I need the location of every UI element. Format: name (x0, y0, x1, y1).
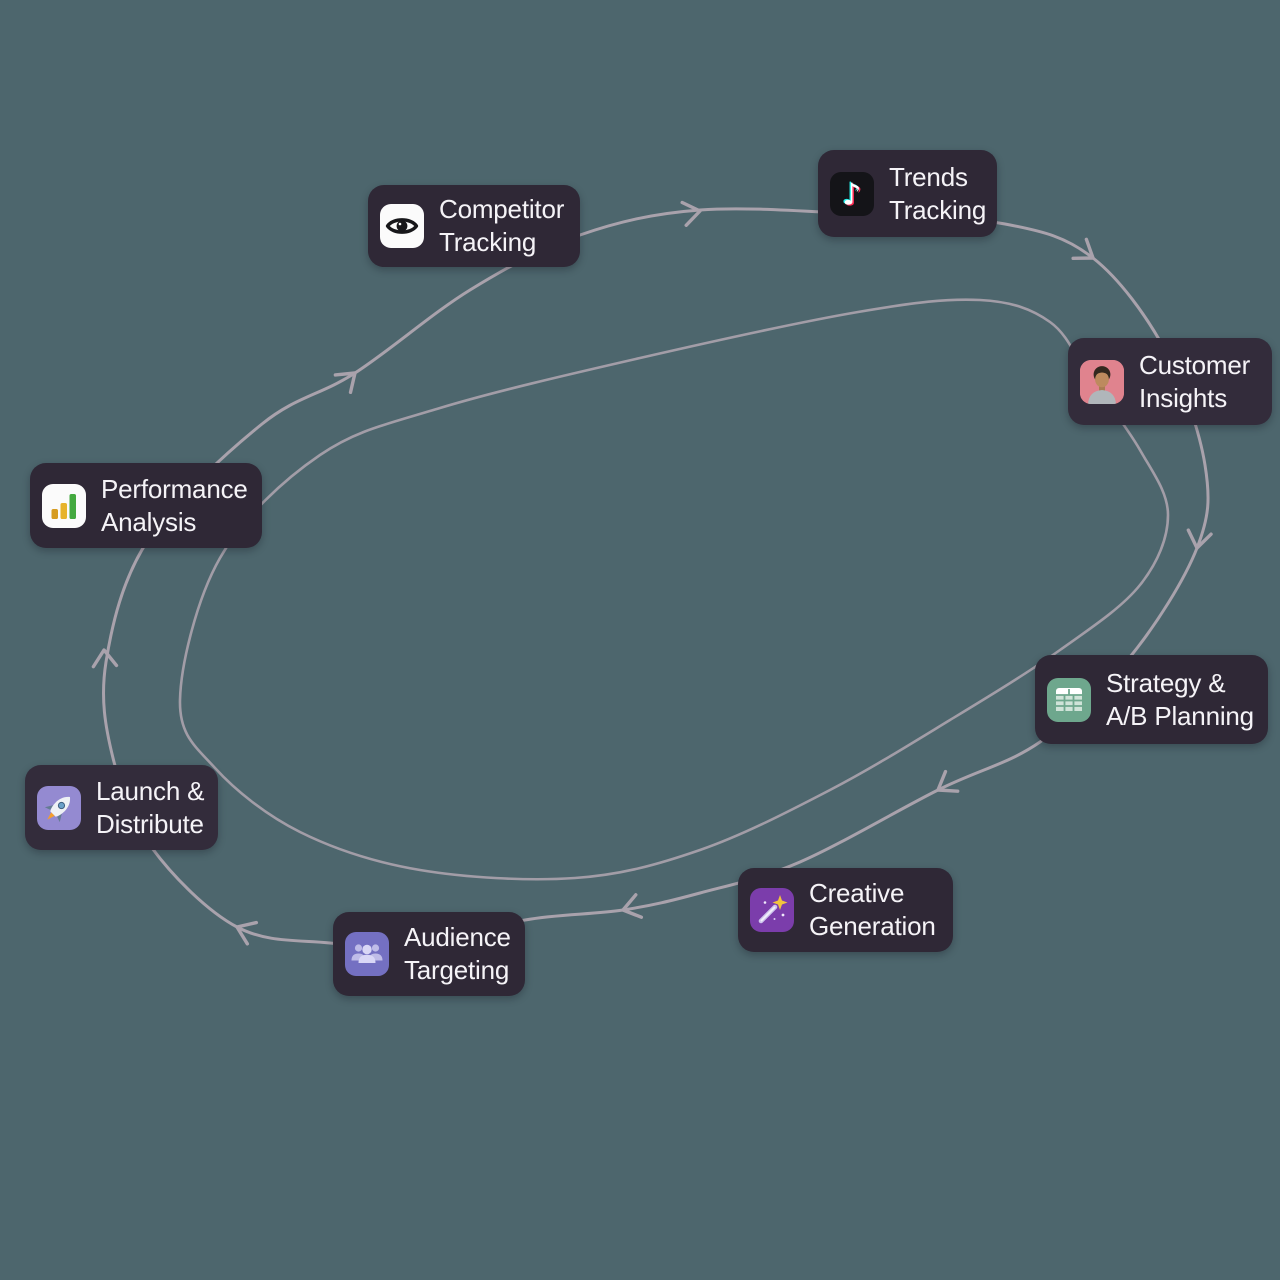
node-launch-distribute: Launch & Distribute (25, 765, 218, 850)
flow-arrowhead (680, 200, 702, 227)
node-customer-insights: Customer Insights (1068, 338, 1272, 425)
node-performance-analysis: Performance Analysis (30, 463, 262, 548)
node-label: Performance Analysis (101, 473, 248, 539)
people-icon (345, 932, 389, 976)
node-label-line2: Analysis (101, 506, 197, 537)
node-label: Audience Targeting (404, 921, 511, 987)
node-label-line1: Competitor (439, 194, 565, 224)
node-label-line2: Tracking (889, 194, 987, 225)
node-competitor-tracking: Competitor Tracking (368, 185, 580, 267)
spreadsheet-icon (1047, 677, 1091, 722)
person-avatar (1080, 359, 1124, 404)
node-label-line2: Targeting (404, 955, 510, 985)
node-label-line2: A/B Planning (1106, 700, 1254, 731)
node-creative-generation: Creative Generation (738, 868, 953, 952)
cycle-ellipse-inner (178, 298, 1170, 881)
tiktok-icon: ♪ ♪ ♪ (830, 171, 874, 216)
node-label: Competitor Tracking (439, 193, 564, 259)
node-label-line1: Audience (404, 922, 511, 952)
node-label-line2: Insights (1139, 382, 1228, 413)
flow-arrowhead (333, 371, 357, 395)
node-label-line2: Distribute (96, 808, 204, 839)
flow-arrowhead (1071, 237, 1095, 261)
node-label-line2: Generation (809, 911, 936, 941)
svg-text:♪: ♪ (841, 176, 860, 211)
node-label-line2: Tracking (439, 227, 537, 257)
node-label: Trends Tracking (889, 161, 986, 227)
flow-arrowhead (91, 648, 119, 669)
svg-text:♪: ♪ (844, 178, 863, 213)
flow-arrowhead (235, 920, 259, 946)
node-label: Launch & Distribute (96, 775, 204, 841)
flow-arrowhead (936, 769, 960, 793)
node-label-line1: Creative (809, 878, 905, 908)
node-label-line1: Strategy & (1106, 667, 1226, 698)
node-label-line1: Trends (889, 161, 968, 192)
bar-chart-icon (42, 483, 86, 528)
node-label-line1: Performance (101, 473, 248, 504)
svg-text:♪: ♪ (842, 177, 861, 212)
node-label: Customer Insights (1139, 349, 1250, 415)
flow-arrowhead (1186, 528, 1213, 550)
node-strategy-ab-planning: Strategy & A/B Planning (1035, 655, 1268, 744)
flow-arrowhead (621, 893, 644, 919)
node-label-line1: Customer (1139, 349, 1251, 380)
eye-icon (380, 204, 424, 248)
node-label-line1: Launch & (96, 775, 205, 806)
node-label: Creative Generation (809, 877, 936, 943)
node-audience-targeting: Audience Targeting (333, 912, 525, 996)
rocket-icon (37, 785, 81, 830)
magic-wand-icon (750, 888, 794, 932)
node-label: Strategy & A/B Planning (1106, 667, 1254, 733)
node-trends-tracking: ♪ ♪ ♪ Trends Tracking (818, 150, 997, 237)
cycle-ellipse-outer (101, 207, 1210, 950)
